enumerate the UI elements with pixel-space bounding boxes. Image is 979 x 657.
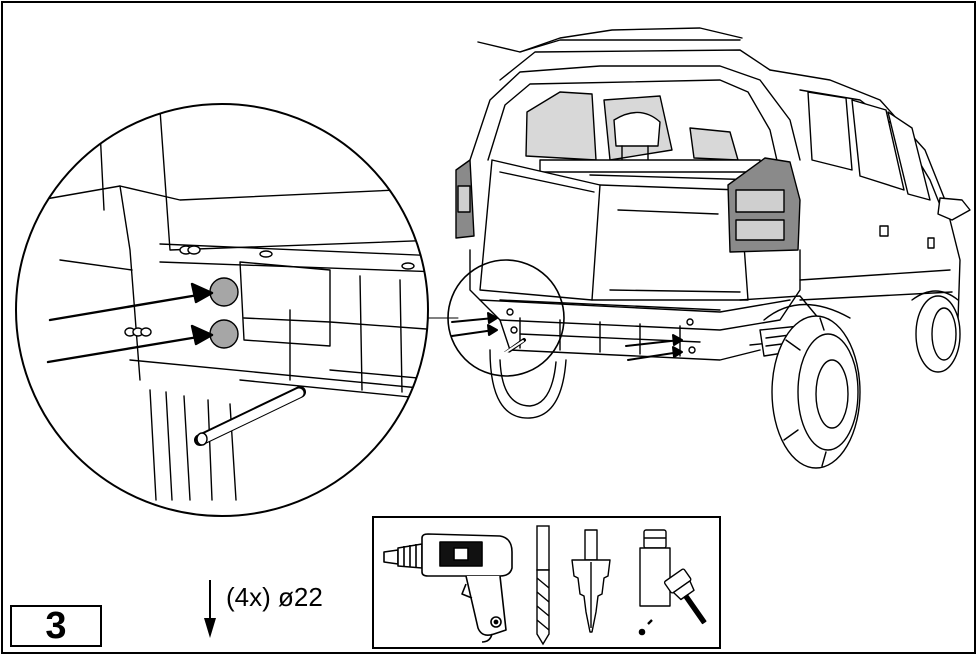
down-arrow-icon	[204, 580, 216, 638]
required-tools-box	[372, 516, 721, 649]
step-number-box: 3	[10, 605, 102, 647]
car-illustration	[455, 27, 971, 469]
drill-spec: (4x) ø22	[226, 582, 323, 612]
magnified-detail	[16, 104, 428, 516]
drill-instruction: (4x) ø22	[200, 578, 323, 638]
step-drill-bit-icon	[571, 529, 611, 633]
drill-bit-icon	[536, 525, 550, 646]
touch-up-paint-icon	[638, 529, 707, 636]
step-number: 3	[45, 604, 67, 647]
power-drill-icon	[383, 533, 513, 643]
